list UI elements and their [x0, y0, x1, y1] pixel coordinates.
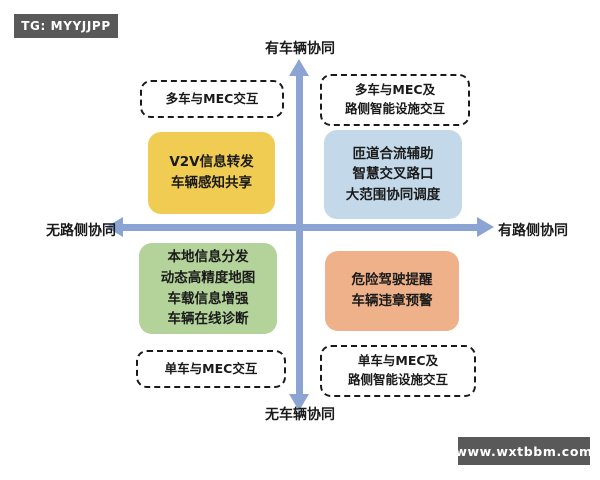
arrow-up-icon	[289, 59, 309, 76]
arrow-right-icon	[477, 217, 494, 237]
horizontal-axis-line	[122, 224, 478, 231]
vertical-axis-line	[296, 74, 303, 396]
quadrant-text-line: 车辆在线诊断	[167, 311, 249, 328]
callout-box-bottom-right[interactable]: 单车与MEC及 路侧智能设施交互	[320, 345, 476, 397]
arrow-left-icon	[106, 217, 123, 237]
callout-box-bottom-left[interactable]: 单车与MEC交互	[136, 350, 286, 388]
callout-text-line: 多车与MEC及	[354, 82, 436, 98]
quadrant-text-line: V2V信息转发	[169, 154, 254, 171]
callout-text-line: 单车与MEC及	[357, 353, 439, 369]
quadrant-text-line: 大范围协同调度	[345, 186, 441, 203]
quadrant-text-line: 动态高精度地图	[160, 269, 256, 286]
quadrant-text-line: 匝道合流辅助	[352, 145, 434, 162]
quadrant-box-top-right[interactable]: 匝道合流辅助 智慧交叉路口 大范围协同调度	[324, 130, 462, 219]
callout-box-top-right[interactable]: 多车与MEC及 路侧智能设施交互	[320, 74, 470, 126]
quadrant-text-line: 车辆违章预警	[351, 293, 433, 309]
quadrant-box-bottom-right[interactable]: 危险驾驶提醒 车辆违章预警	[325, 251, 459, 331]
axis-label-top: 有车辆协同	[265, 41, 335, 57]
watermark-badge-top-left: TG: MYYJJPP	[14, 14, 118, 38]
quadrant-text-line: 智慧交叉路口	[352, 166, 434, 183]
callout-text-line: 路侧智能设施交互	[344, 101, 445, 116]
quadrant-text-line: 车载信息增强	[167, 290, 249, 307]
axis-label-right: 有路侧协同	[498, 223, 568, 239]
callout-text-line: 单车与MEC交互	[164, 360, 258, 376]
quadrant-text-line: 本地信息分发	[167, 249, 249, 266]
quadrant-text-line: 危险驾驶提醒	[351, 272, 433, 289]
arrow-down-icon	[289, 394, 309, 411]
quadrant-box-top-left[interactable]: V2V信息转发 车辆感知共享	[148, 132, 275, 214]
callout-box-top-left[interactable]: 多车与MEC交互	[140, 80, 284, 118]
axis-label-bottom: 无车辆协同	[265, 407, 335, 423]
quadrant-box-bottom-left[interactable]: 本地信息分发 动态高精度地图 车载信息增强 车辆在线诊断	[139, 243, 277, 334]
axis-label-left: 无路侧协同	[46, 223, 116, 239]
quadrant-text-line: 车辆感知共享	[171, 175, 252, 191]
callout-text-line: 多车与MEC交互	[165, 90, 259, 106]
callout-text-line: 路侧智能设施交互	[347, 372, 448, 387]
watermark-badge-bottom-right: www.wxtbbm.com	[455, 437, 592, 465]
